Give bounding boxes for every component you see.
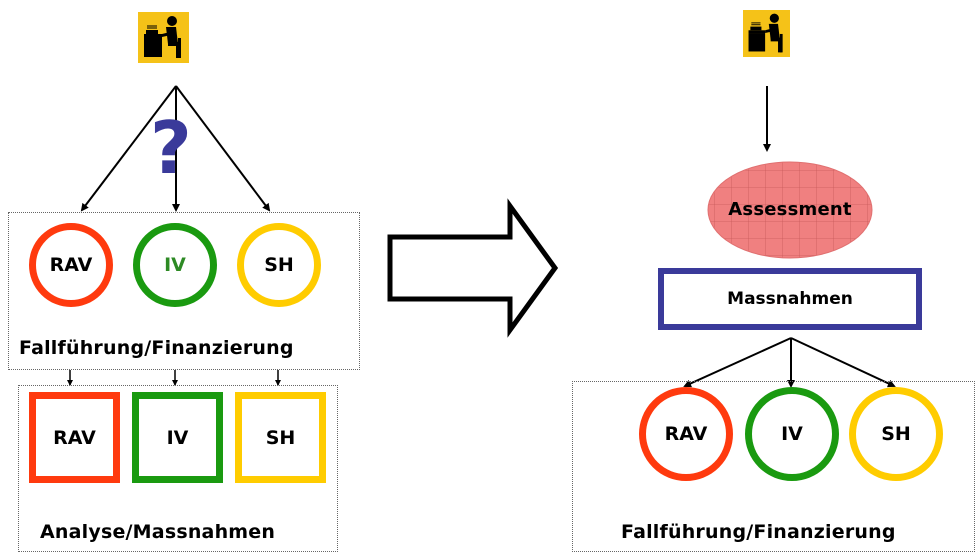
circle-rav: RAV — [29, 223, 113, 307]
right-circle-sh: SH — [849, 387, 943, 481]
massnahmen-box: Massnahmen — [658, 268, 922, 330]
right-circle-rav-label: RAV — [664, 423, 708, 445]
circle-iv: IV — [133, 223, 217, 307]
left-analysis-box: RAV IV SH Analyse/Massnahmen — [18, 385, 338, 552]
assessment-label: Assessment — [728, 199, 852, 220]
circle-sh: SH — [237, 223, 321, 307]
arrow-to-right-rav — [683, 337, 792, 388]
right-circle-iv: IV — [745, 387, 839, 481]
circle-sh-label: SH — [264, 254, 294, 276]
circle-rav-label: RAV — [49, 254, 93, 276]
right-caption: Fallführung/Finanzierung — [621, 521, 896, 543]
arrow-to-rav — [80, 85, 177, 212]
right-circle-rav: RAV — [639, 387, 733, 481]
right-circle-sh-label: SH — [881, 423, 911, 445]
question-mark: ? — [150, 106, 192, 190]
square-rav-label: RAV — [53, 426, 96, 449]
arrow-to-sh — [175, 85, 271, 212]
square-iv-label: IV — [166, 426, 189, 449]
block-arrow-right-icon — [387, 198, 559, 338]
square-rav: RAV — [29, 392, 120, 483]
square-sh-label: SH — [265, 426, 296, 449]
left-caption-top: Fallführung/Finanzierung — [19, 337, 294, 359]
left-caption-bottom: Analyse/Massnahmen — [40, 521, 276, 543]
left-case-box: RAV IV SH Fallführung/Finanzierung — [8, 212, 360, 370]
right-circle-iv-label: IV — [781, 423, 803, 445]
person-at-desk-icon — [138, 12, 189, 63]
square-iv: IV — [132, 392, 223, 483]
circle-iv-label: IV — [164, 254, 186, 276]
right-case-box: RAV IV SH Fallführung/Finanzierung — [572, 381, 975, 552]
assessment-ellipse — [707, 161, 873, 259]
square-sh: SH — [235, 392, 326, 483]
person-at-desk-icon — [743, 10, 790, 57]
arrow-to-right-sh — [790, 337, 896, 388]
massnahmen-label: Massnahmen — [727, 289, 853, 309]
